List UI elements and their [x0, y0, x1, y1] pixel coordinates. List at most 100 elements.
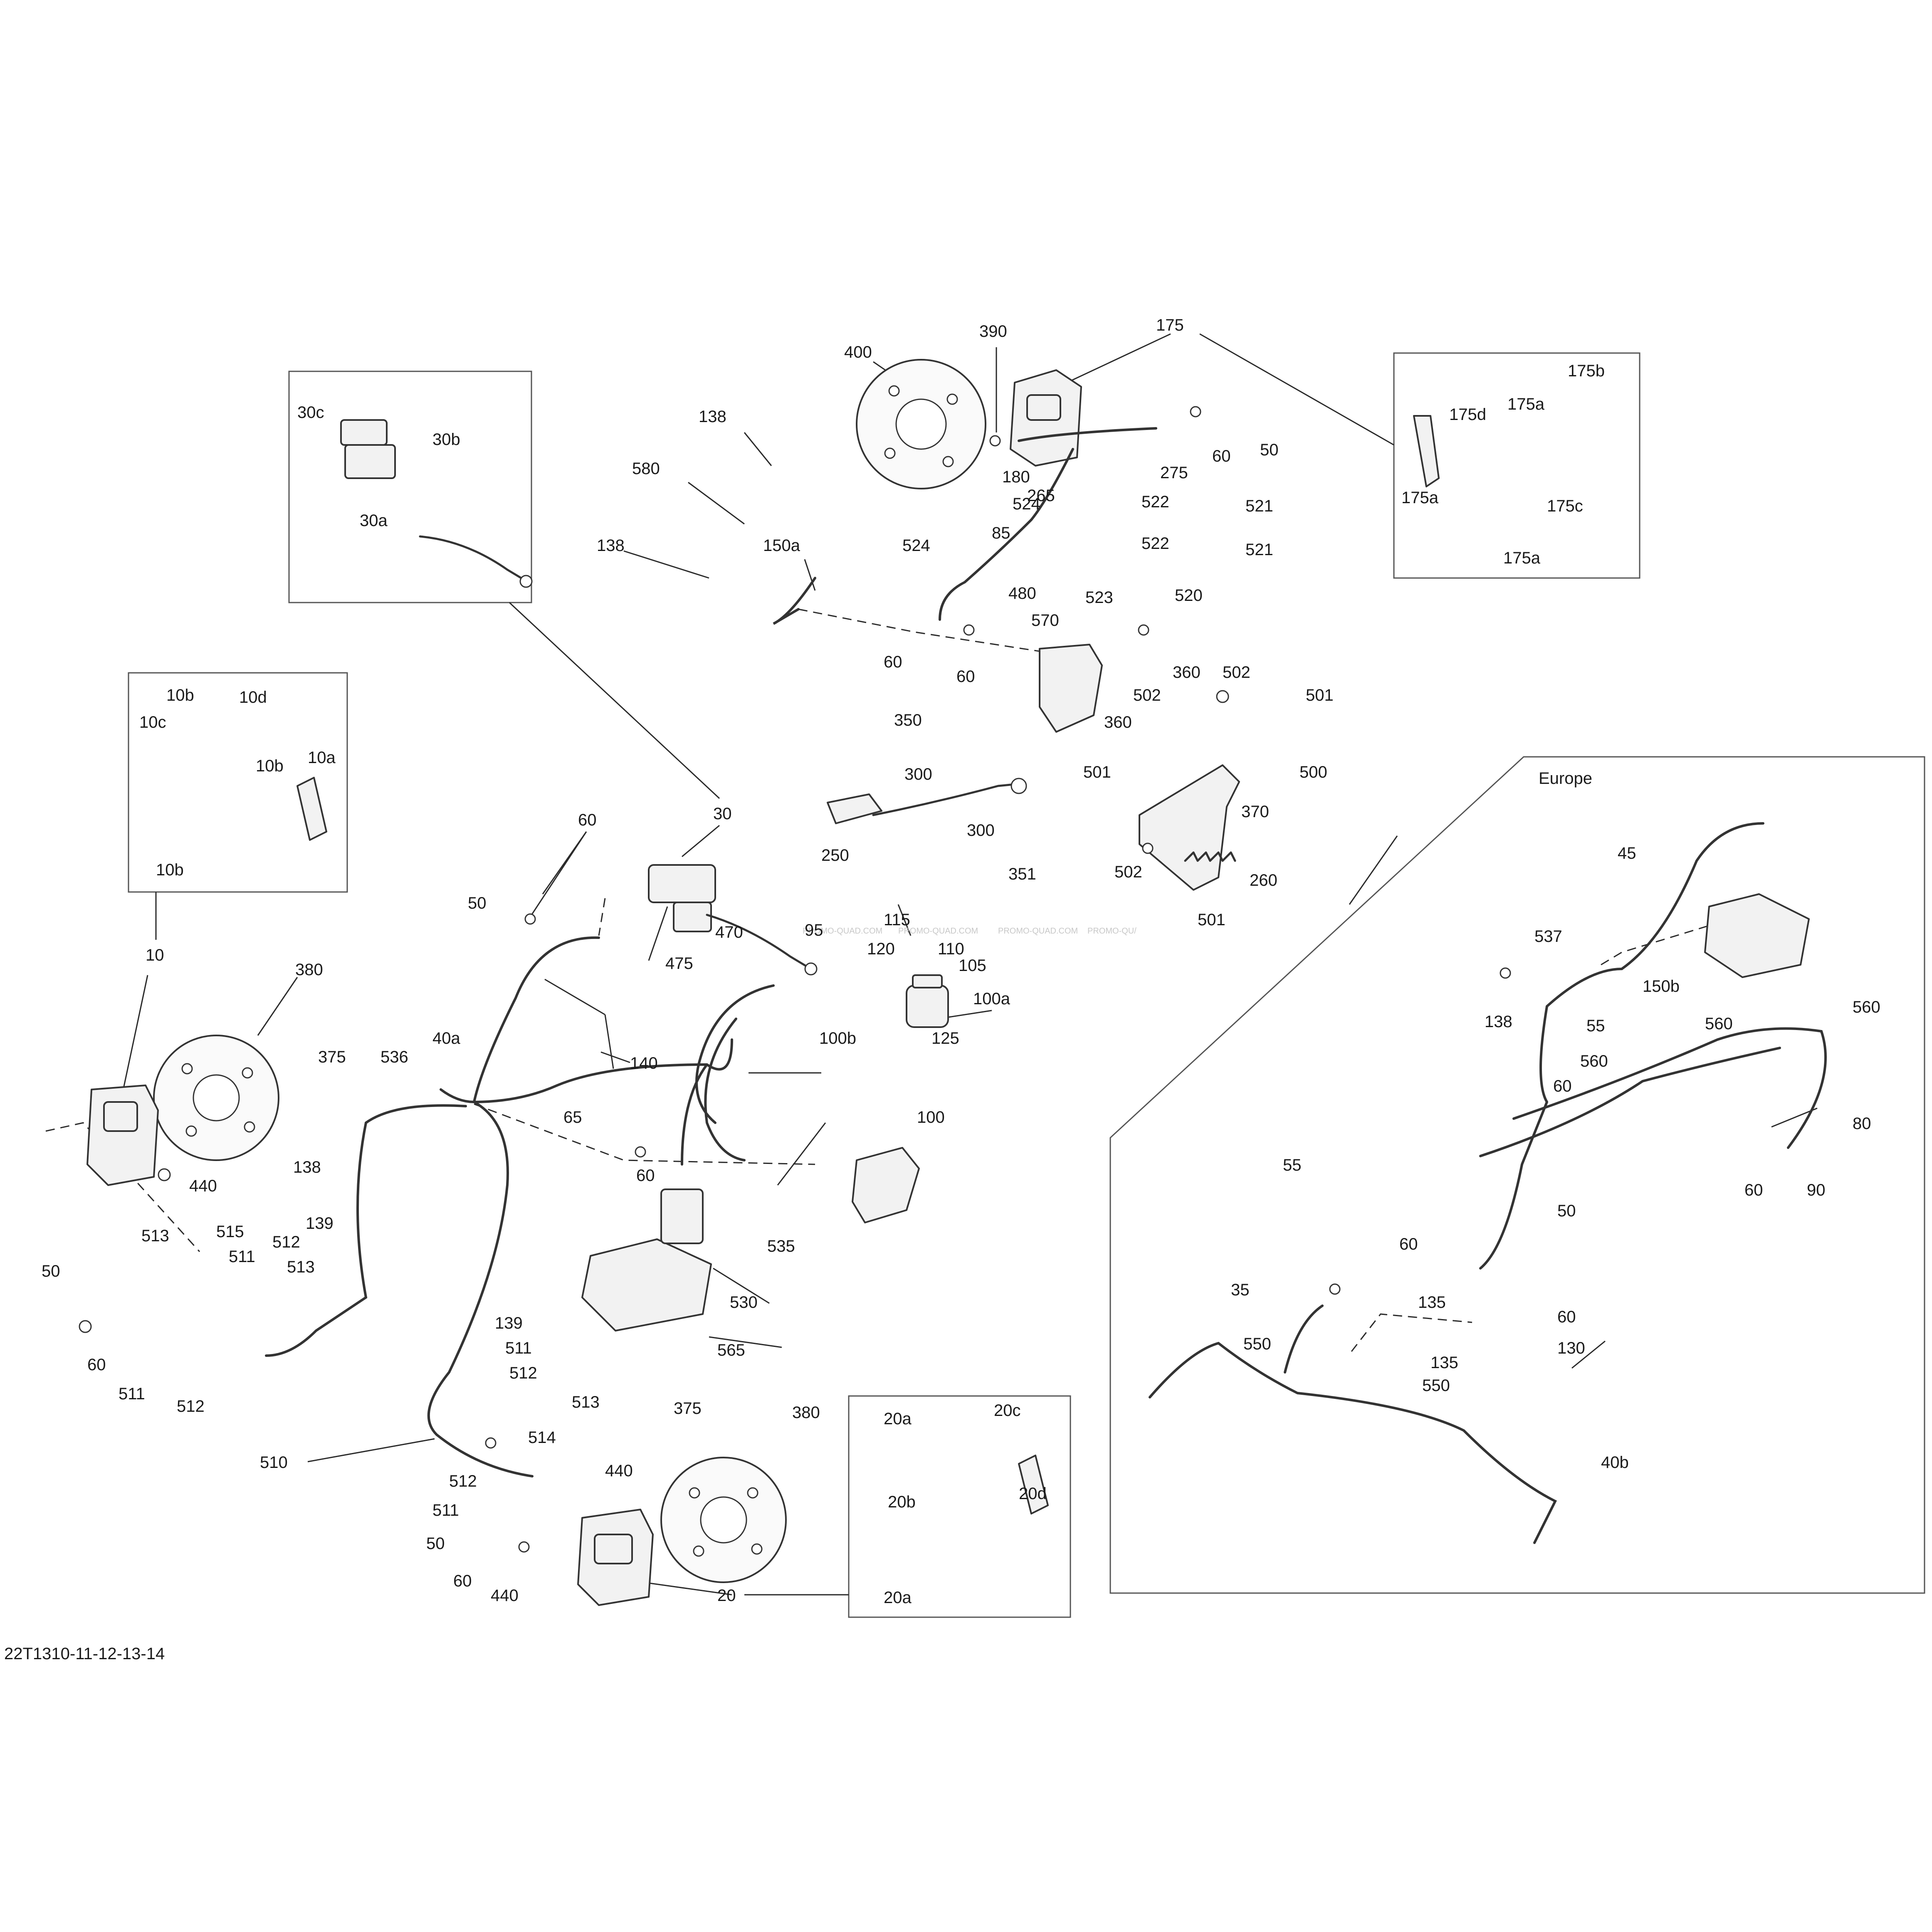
- part-callouts: 175 390 400 50 60 275 180 265 521 522 52…: [4, 316, 1880, 1663]
- callout-550: 550: [1422, 1376, 1450, 1395]
- master-cylinder-icon: [648, 864, 716, 932]
- callout-260: 260: [1250, 871, 1277, 889]
- callout-175b: 175b: [1568, 362, 1605, 380]
- callout-60: 60: [1744, 1181, 1763, 1199]
- callout-513: 513: [287, 1258, 315, 1276]
- callout-535: 535: [767, 1237, 795, 1255]
- callout-20c: 20c: [994, 1401, 1021, 1420]
- callout-10a: 10a: [308, 749, 336, 767]
- brake-hose-icon: [265, 427, 1827, 1544]
- callout-523: 523: [1085, 588, 1113, 607]
- callout-138: 138: [293, 1158, 321, 1176]
- callout-60: 60: [884, 653, 902, 671]
- diagram-id: 22T1310-11-12-13-14: [4, 1645, 165, 1663]
- callout-60: 60: [1557, 1308, 1576, 1326]
- callout-30: 30: [713, 805, 732, 823]
- master-cylinder-icon: [340, 419, 533, 588]
- callout-511: 511: [119, 1385, 145, 1403]
- spring-icon: [1184, 851, 1236, 862]
- callout-502: 502: [1223, 663, 1250, 682]
- callout-580: 580: [632, 460, 660, 478]
- callout-501: 501: [1083, 763, 1111, 781]
- callout-10b: 10b: [156, 861, 184, 879]
- bracket-icon: [1139, 764, 1240, 891]
- callout-565: 565: [717, 1341, 745, 1359]
- callout-522: 522: [1141, 493, 1169, 511]
- callout-502: 502: [1114, 863, 1142, 881]
- callout-380: 380: [792, 1403, 820, 1422]
- callout-60: 60: [578, 811, 597, 829]
- callout-513: 513: [572, 1393, 600, 1411]
- callout-512: 512: [449, 1472, 477, 1490]
- callout-135: 135: [1418, 1293, 1446, 1312]
- watermark: PROMO-QUAD.COM: [803, 926, 882, 936]
- callout-175d: 175d: [1449, 405, 1486, 424]
- brake-caliper-icon: [1039, 644, 1103, 733]
- callout-550: 550: [1243, 1335, 1271, 1353]
- callout-130: 130: [1557, 1339, 1585, 1357]
- europe-region-label: Europe: [1539, 769, 1592, 788]
- callout-375: 375: [674, 1399, 702, 1418]
- callout-560: 560: [1705, 1015, 1733, 1033]
- callout-85: 85: [992, 524, 1010, 542]
- callout-524: 524: [1013, 495, 1040, 513]
- callout-390: 390: [979, 322, 1007, 341]
- brake-disc-icon: [856, 359, 986, 489]
- brake-lever-icon: [706, 914, 818, 976]
- callout-511: 511: [229, 1248, 255, 1266]
- callout-125: 125: [931, 1029, 959, 1048]
- callout-300: 300: [967, 821, 995, 840]
- callout-511: 511: [505, 1339, 532, 1357]
- callout-60: 60: [87, 1356, 106, 1374]
- callout-100: 100: [917, 1108, 945, 1127]
- callout-60: 60: [956, 667, 975, 686]
- callout-20b: 20b: [888, 1493, 916, 1511]
- callout-521: 521: [1245, 541, 1273, 559]
- watermark: PROMO-QUAD.COM: [998, 926, 1078, 936]
- callout-512: 512: [509, 1364, 537, 1382]
- fluid-reservoir-icon: [906, 974, 949, 1028]
- callout-470: 470: [715, 923, 743, 941]
- callout-138: 138: [1485, 1013, 1512, 1031]
- callout-35: 35: [1231, 1281, 1250, 1299]
- callout-20a: 20a: [884, 1410, 912, 1428]
- callout-440: 440: [605, 1462, 633, 1480]
- callout-60: 60: [636, 1166, 655, 1185]
- callout-60: 60: [1399, 1235, 1418, 1253]
- callout-500: 500: [1300, 763, 1327, 781]
- callout-50: 50: [426, 1534, 445, 1553]
- brake-caliper-icon: [1010, 369, 1082, 467]
- callout-138: 138: [699, 408, 726, 426]
- callout-511: 511: [432, 1501, 459, 1519]
- callout-10c: 10c: [139, 713, 166, 731]
- callout-50: 50: [42, 1262, 60, 1280]
- callout-510: 510: [260, 1453, 288, 1472]
- callout-250: 250: [821, 846, 849, 865]
- callout-20a: 20a: [884, 1589, 912, 1607]
- callout-570: 570: [1031, 611, 1059, 630]
- callout-40b: 40b: [1601, 1453, 1629, 1472]
- watermark: PROMO-QUAD.COM: [898, 926, 978, 936]
- callout-10b: 10b: [166, 686, 194, 704]
- callout-80: 80: [1853, 1114, 1871, 1133]
- callout-560: 560: [1580, 1052, 1608, 1070]
- callout-175c: 175c: [1547, 497, 1583, 515]
- callout-139: 139: [306, 1214, 334, 1233]
- callout-380: 380: [295, 961, 323, 979]
- callout-400: 400: [844, 343, 872, 361]
- callout-45: 45: [1618, 844, 1636, 862]
- callout-50: 50: [468, 894, 487, 912]
- watermark: PROMO-QU/: [1087, 926, 1136, 936]
- callout-140: 140: [630, 1054, 658, 1072]
- brake-pedal-icon: [827, 778, 1027, 824]
- callout-520: 520: [1175, 586, 1203, 605]
- callout-105: 105: [959, 956, 986, 975]
- callout-139: 139: [495, 1314, 523, 1332]
- callout-110: 110: [938, 940, 964, 958]
- callout-360: 360: [1173, 663, 1201, 682]
- inset-frame-master-cylinder: [288, 371, 532, 603]
- callout-55: 55: [1586, 1017, 1605, 1035]
- callout-275: 275: [1160, 464, 1188, 482]
- callout-10d: 10d: [239, 688, 267, 707]
